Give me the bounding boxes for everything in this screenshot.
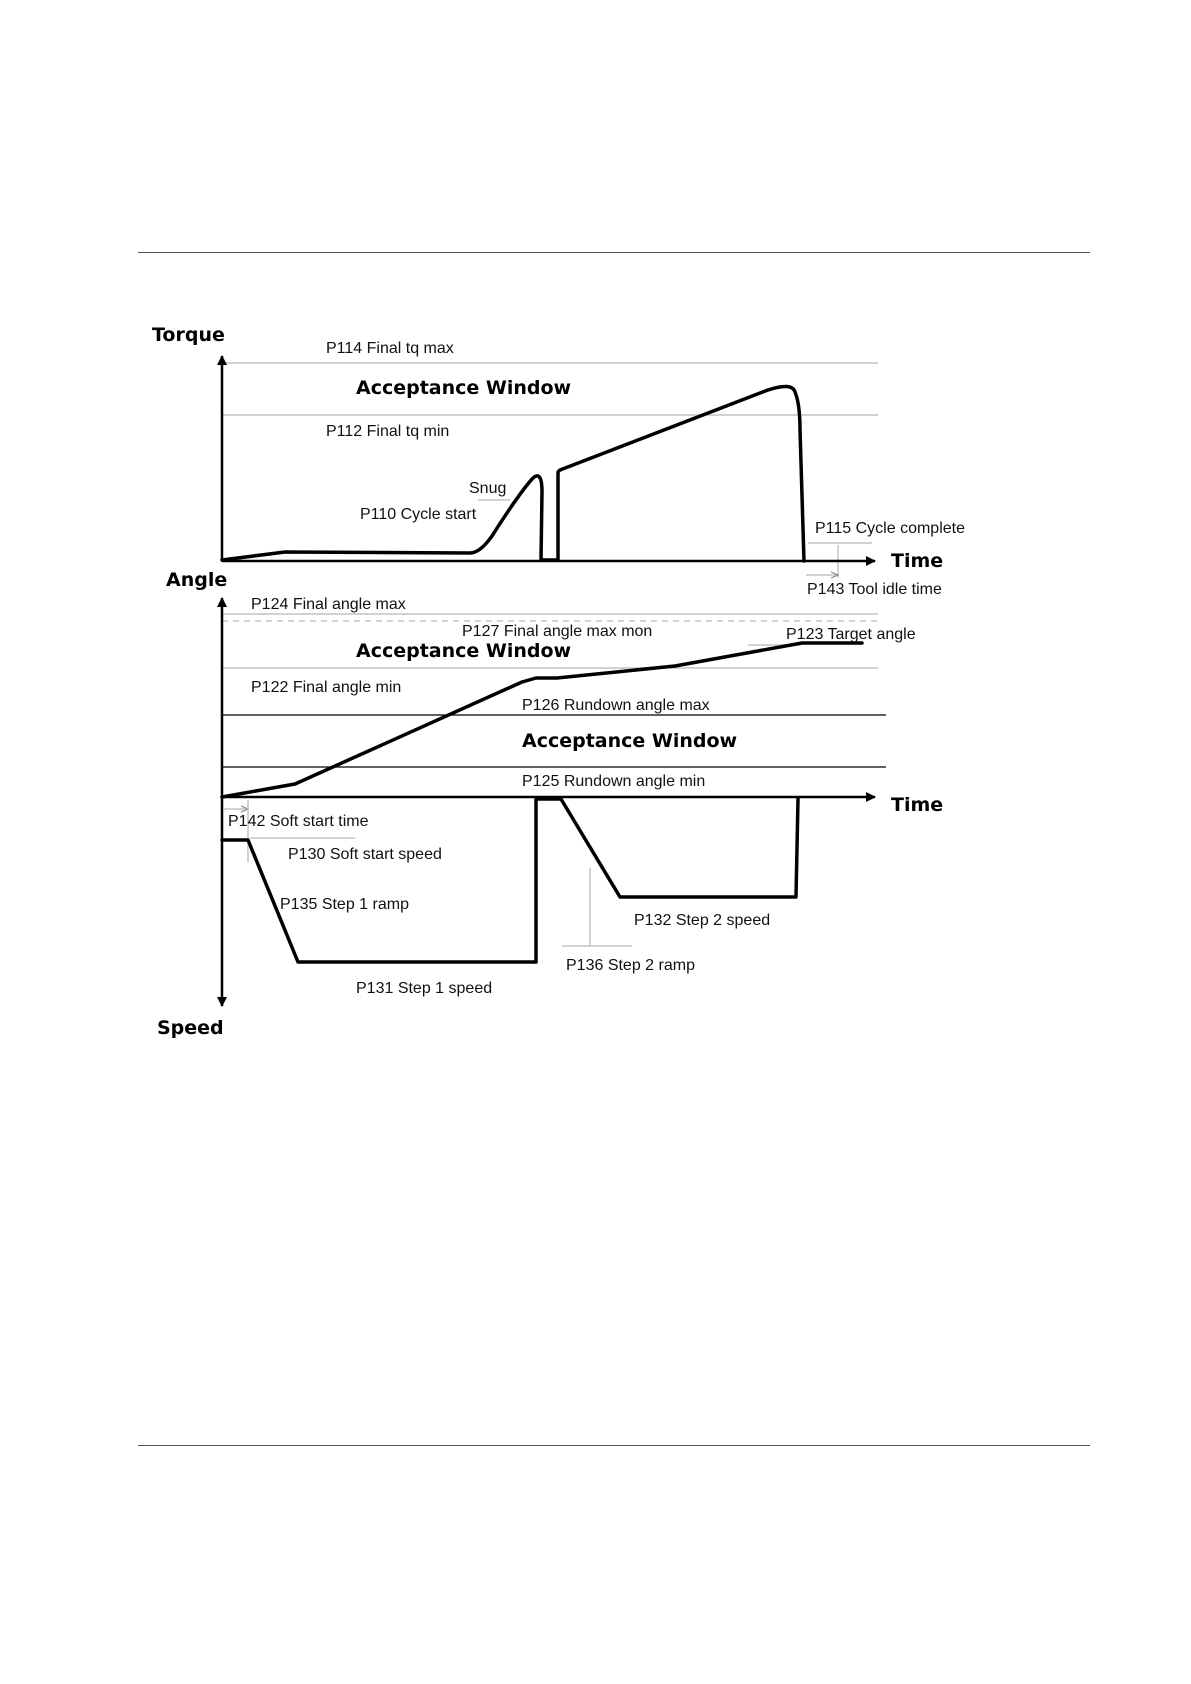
step1-ramp-label: P135 Step 1 ramp (280, 896, 409, 913)
rundown-angle-max-label: P126 Rundown angle max (522, 697, 710, 714)
header-rule (138, 252, 1090, 253)
cycle-start-label: P110 Cycle start (360, 506, 477, 523)
rundown-angle-min-label: P125 Rundown angle min (522, 773, 705, 790)
final-tq-max-label: P114 Final tq max (326, 340, 454, 357)
target-angle-label: P123 Target angle (786, 626, 916, 643)
final-angle-min-label: P122 Final angle min (251, 679, 401, 696)
snug-label: Snug (469, 480, 506, 497)
tool-idle-time-label: P143 Tool idle time (807, 581, 942, 598)
axis-time-top-label: Time (891, 550, 943, 572)
final-angle-max-label: P124 Final angle max (251, 596, 406, 613)
footer-rule (138, 1445, 1090, 1446)
speed-curve (220, 797, 800, 964)
cycle-complete-label: P115 Cycle complete (815, 520, 965, 537)
axis-angle-label: Angle (166, 569, 227, 591)
soft-start-speed-label: P130 Soft start speed (288, 846, 442, 863)
axis-speed-label: Speed (157, 1017, 224, 1039)
axis-time-bottom-label: Time (891, 794, 943, 816)
final-angle-max-mon-label: P127 Final angle max mon (462, 623, 652, 640)
final-tq-min-label: P112 Final tq min (326, 423, 449, 440)
angle-curve (220, 641, 864, 799)
step1-speed-label: P131 Step 1 speed (356, 980, 492, 997)
soft-start-time-label: P142 Soft start time (228, 813, 369, 830)
torque-acceptance-label: Acceptance Window (356, 377, 571, 399)
angle-acceptance-upper-label: Acceptance Window (356, 640, 571, 662)
axis-torque-label: Torque (152, 324, 225, 346)
step2-speed-label: P132 Step 2 speed (634, 912, 770, 929)
angle-acceptance-lower-label: Acceptance Window (522, 730, 737, 752)
torque-curve (220, 384, 806, 563)
step2-ramp-label: P136 Step 2 ramp (566, 957, 695, 974)
